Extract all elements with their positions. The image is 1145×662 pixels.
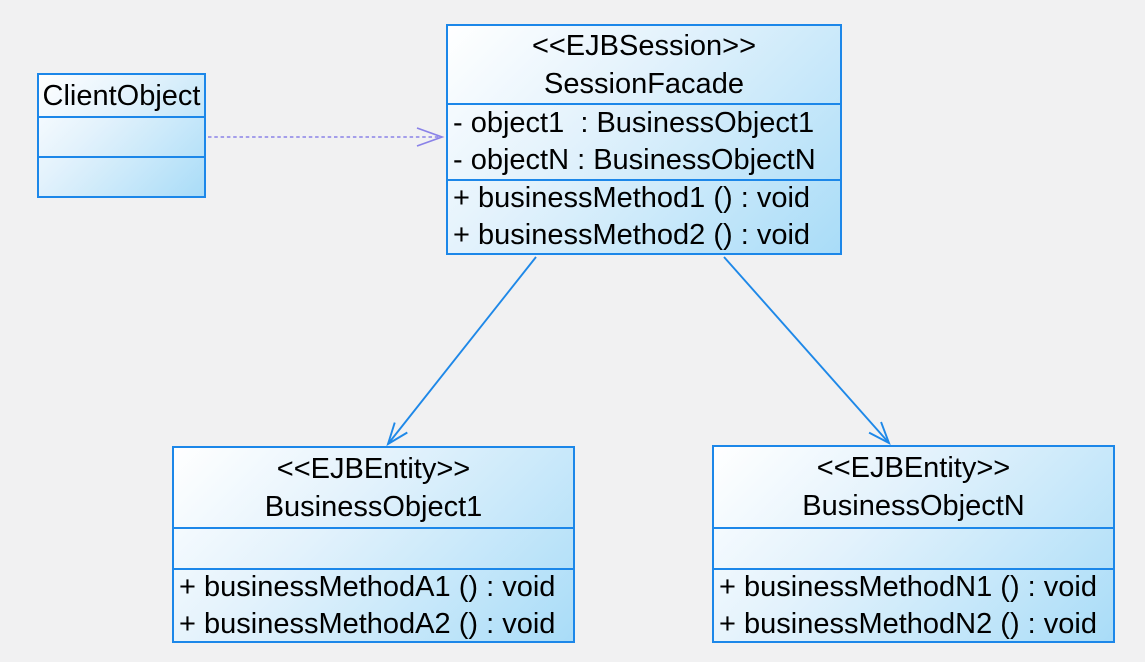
class-name: BusinessObject1 <box>264 490 483 523</box>
stereotype-label: <<EJBSession>> <box>531 29 757 62</box>
methods-compartment: + businessMethodA1 () : void + businessM… <box>174 568 573 641</box>
method-line: + businessMethod2 () : void <box>453 219 811 251</box>
class-businessobject1: <<EJBEntity>> BusinessObject1 + business… <box>172 446 575 643</box>
stereotype-label: <<EJBEntity>> <box>276 452 471 485</box>
methods-compartment: + businessMethod1 () : void + businessMe… <box>448 179 840 253</box>
method-line: + businessMethodN1 () : void <box>719 570 1097 603</box>
attributes-compartment: - object1 : BusinessObject1 - objectN : … <box>448 103 840 179</box>
method-line: + businessMethod1 () : void <box>453 182 811 214</box>
method-line: + businessMethodA2 () : void <box>179 607 556 640</box>
class-clientobject: ClientObject <box>37 73 206 198</box>
attributes-compartment <box>39 116 204 156</box>
class-name: BusinessObjectN <box>802 490 1025 522</box>
attributes-compartment <box>174 527 573 568</box>
attribute-line: - objectN : BusinessObjectN <box>453 144 816 176</box>
attributes-compartment <box>714 527 1113 568</box>
methods-compartment <box>39 156 204 196</box>
method-line: + businessMethodN2 () : void <box>719 607 1097 640</box>
class-name: ClientObject <box>42 79 201 112</box>
class-title-compartment: <<EJBEntity>> BusinessObject1 <box>174 448 573 527</box>
stereotype-label: <<EJBEntity>> <box>816 452 1011 484</box>
association-connector-facade-to-businessobject1 <box>386 256 537 447</box>
attribute-line: - object1 : BusinessObject1 <box>453 107 815 139</box>
methods-compartment: + businessMethodN1 () : void + businessM… <box>714 568 1113 641</box>
class-businessobjectN: <<EJBEntity>> BusinessObjectN + business… <box>712 445 1115 643</box>
association-connector-facade-to-businessobjectN <box>723 256 891 445</box>
class-title-compartment: <<EJBSession>> SessionFacade <box>448 26 840 103</box>
class-title-compartment: <<EJBEntity>> BusinessObjectN <box>714 447 1113 527</box>
class-title-compartment: ClientObject <box>39 75 204 116</box>
class-name: SessionFacade <box>544 67 744 100</box>
method-line: + businessMethodA1 () : void <box>179 570 556 603</box>
class-sessionfacade: <<EJBSession>> SessionFacade - object1 :… <box>446 24 842 255</box>
